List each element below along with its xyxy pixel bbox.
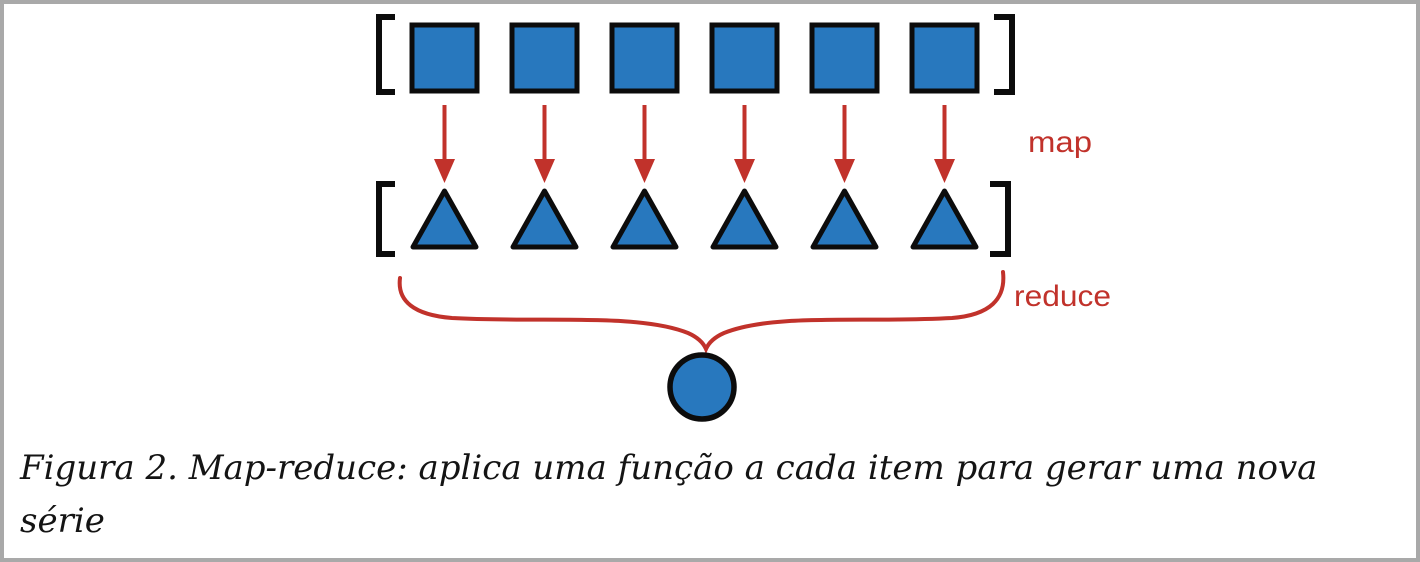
map-arrows	[434, 105, 955, 183]
output-triangles	[410, 188, 979, 250]
result-circle	[667, 352, 737, 422]
triangle-item	[910, 188, 979, 250]
triangle-item	[710, 188, 779, 250]
input-open-bracket-icon	[376, 14, 395, 95]
output-open-bracket-icon	[376, 181, 395, 257]
square-item	[909, 22, 980, 94]
triangle-item	[810, 188, 879, 250]
input-squares	[409, 22, 980, 94]
input-array	[376, 14, 1015, 95]
caption-line-1: Figura 2. Map-reduce: aplica uma função …	[20, 448, 1318, 541]
map-arrowhead-icon	[834, 159, 855, 183]
triangle-item	[610, 188, 679, 250]
caption-line-2: (map), e então computa o agregado (reduc…	[20, 554, 802, 558]
map-arrowhead-icon	[634, 159, 655, 183]
square-item	[809, 22, 880, 94]
map-arrowhead-icon	[534, 159, 555, 183]
triangle-item	[410, 188, 479, 250]
map-arrowhead-icon	[434, 159, 455, 183]
input-close-bracket-icon	[994, 14, 1015, 95]
map-arrowhead-icon	[934, 159, 955, 183]
map-reduce-diagram: map reduce	[376, 14, 1111, 422]
reduce-brace-icon	[397, 270, 1006, 355]
triangle-item	[510, 188, 579, 250]
map-arrowhead-icon	[734, 159, 755, 183]
output-array	[376, 181, 1011, 257]
square-item	[509, 22, 580, 94]
figure-caption: Figura 2. Map-reduce: aplica uma função …	[20, 442, 1408, 558]
map-label: map	[1028, 126, 1092, 159]
square-item	[609, 22, 680, 94]
square-item	[409, 22, 480, 94]
square-item	[709, 22, 780, 94]
output-close-bracket-icon	[990, 181, 1011, 257]
reduce-label: reduce	[1014, 280, 1111, 313]
